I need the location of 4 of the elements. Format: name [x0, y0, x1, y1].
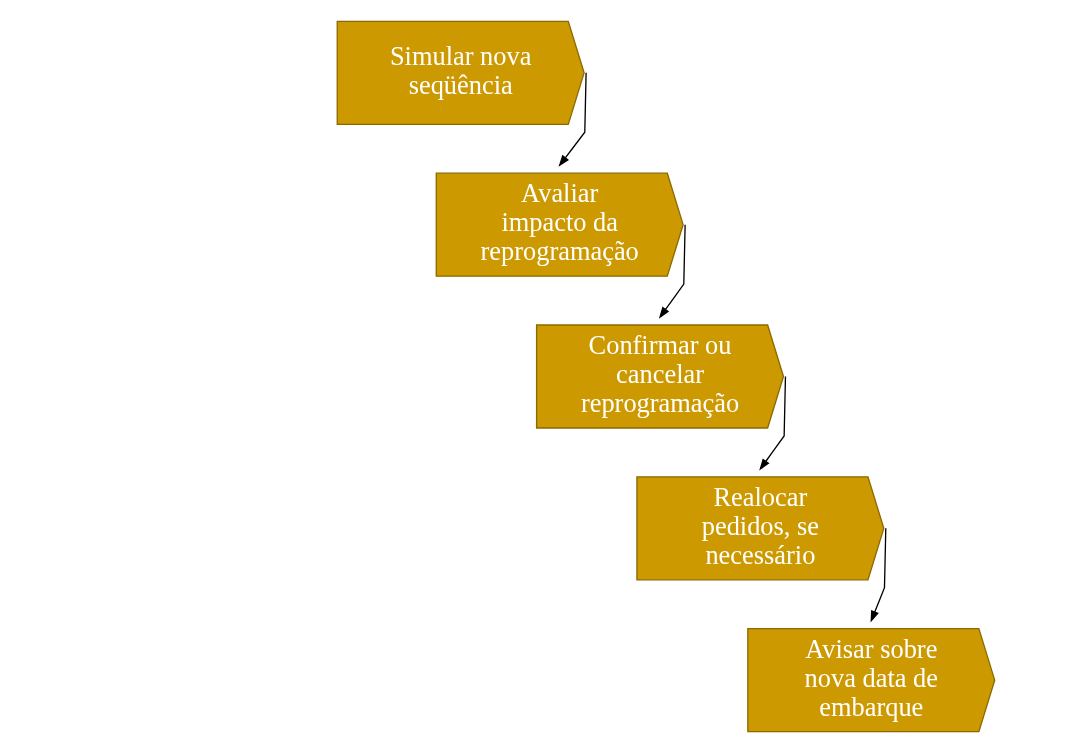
arrow	[558, 72, 587, 167]
arrow	[658, 224, 686, 319]
arrow	[758, 375, 786, 471]
arrow	[870, 527, 886, 623]
